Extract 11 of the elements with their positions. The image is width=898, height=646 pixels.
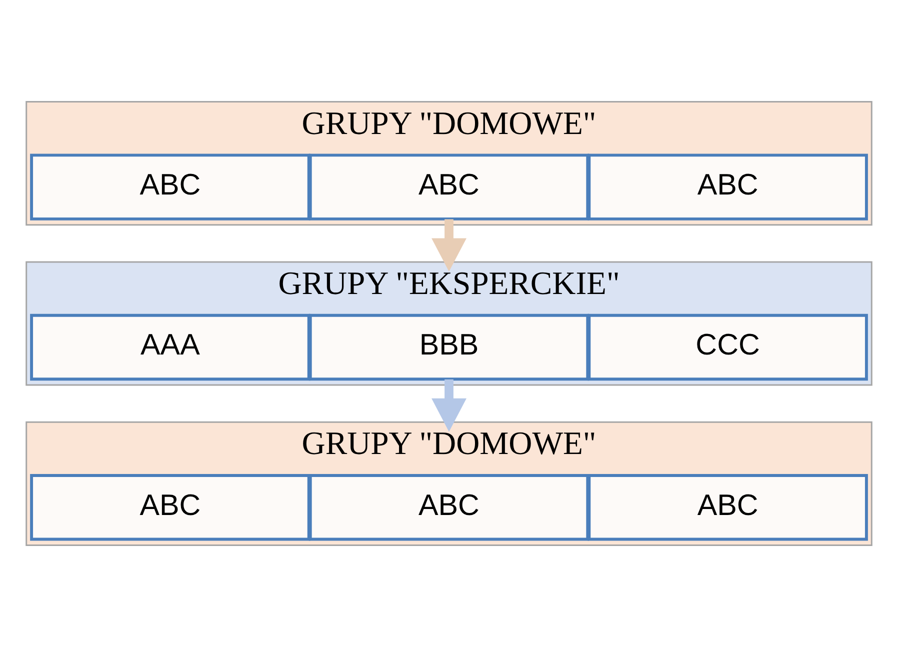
arrow bbox=[432, 378, 466, 432]
node-box: AAA bbox=[30, 313, 310, 380]
node-box: ABC bbox=[588, 474, 868, 540]
node-box: BBB bbox=[308, 313, 590, 380]
node-box: CCC bbox=[588, 313, 868, 380]
arrow bbox=[432, 218, 466, 272]
node-box: ABC bbox=[30, 153, 310, 220]
node-box: ABC bbox=[308, 474, 590, 540]
node-box: ABC bbox=[30, 474, 310, 540]
node-box: ABC bbox=[308, 153, 590, 220]
node-box: ABC bbox=[588, 153, 868, 220]
